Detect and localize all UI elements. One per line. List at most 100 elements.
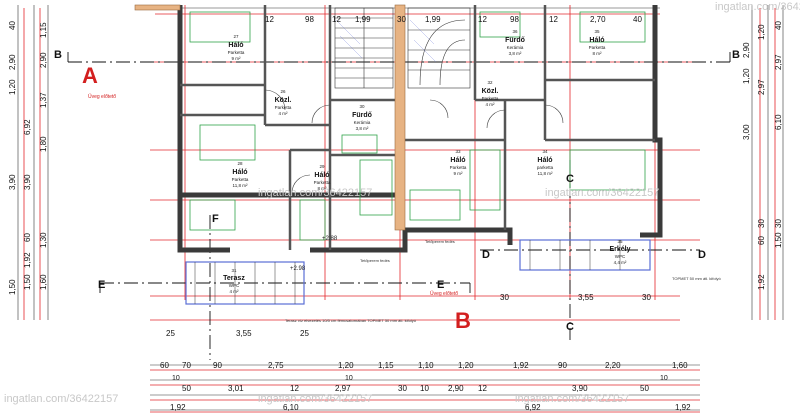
svg-text:Háló: Háló [537, 157, 552, 164]
svg-text:12: 12 [265, 15, 274, 24]
svg-text:3,55: 3,55 [236, 329, 252, 338]
svg-text:Háló: Háló [314, 172, 329, 179]
svg-text:4 m²: 4 m² [230, 289, 240, 294]
svg-text:35: 35 [594, 29, 600, 34]
svg-text:90: 90 [558, 361, 567, 370]
svg-text:32: 32 [487, 80, 493, 85]
dims-bottom-3: 50 3,01 12 2,97 30 10 2,90 12 3,90 50 [182, 384, 649, 393]
svg-text:3,90: 3,90 [572, 384, 588, 393]
furniture [189, 11, 646, 241]
dims-right-2: 1,20 2,97 30 60 1,92 [757, 24, 766, 290]
svg-text:4 m²: 4 m² [486, 102, 496, 107]
door-swings [264, 89, 564, 194]
svg-text:1,20: 1,20 [8, 79, 17, 95]
svg-text:Parketta: Parketta [450, 165, 467, 170]
room-label-34: 34 Háló parketta 11,8 m² [537, 149, 554, 176]
svg-text:30: 30 [642, 293, 651, 302]
room-label-36: 36 Fürdő Kerámia 3,8 m² [505, 29, 525, 56]
svg-text:1,10: 1,10 [418, 361, 434, 370]
stair-hatch [335, 19, 437, 63]
svg-text:WPC: WPC [615, 254, 626, 259]
svg-text:1,37: 1,37 [39, 92, 48, 108]
svg-text:1,20: 1,20 [458, 361, 474, 370]
svg-text:2,97: 2,97 [757, 79, 766, 95]
svg-text:25: 25 [300, 329, 309, 338]
svg-text:Közl.: Közl. [482, 88, 499, 95]
watermark-2: ingatlan.com/36422157 [258, 393, 372, 405]
svg-text:12: 12 [549, 15, 558, 24]
svg-text:28: 28 [237, 161, 243, 166]
svg-text:33: 33 [455, 149, 461, 154]
svg-text:Kerámia: Kerámia [507, 45, 524, 50]
svg-text:10: 10 [172, 375, 180, 382]
dims-right-3: 40 2,97 6,10 30 1,50 [774, 21, 783, 248]
svg-text:11,8 m²: 11,8 m² [538, 171, 553, 176]
note-roof-edge-left: Tetőperem fedés [360, 258, 390, 263]
svg-text:10: 10 [345, 375, 353, 382]
svg-text:3,90: 3,90 [23, 174, 32, 190]
note-glass-left: Üveg előtető [88, 93, 116, 100]
svg-text:2,20: 2,20 [605, 361, 621, 370]
svg-text:12: 12 [290, 384, 299, 393]
section-label-f: F [212, 213, 219, 225]
svg-text:1,80: 1,80 [39, 136, 48, 152]
watermark-4: ingatlan.com/36422157 [258, 187, 372, 199]
svg-text:1,30: 1,30 [39, 232, 48, 248]
svg-text:Fürdő: Fürdő [505, 37, 525, 44]
svg-text:60: 60 [23, 233, 32, 242]
dims-top: 12 98 12 1,99 30 1,99 12 98 12 2,70 40 [265, 15, 642, 24]
dimension-frame [17, 5, 784, 411]
room-label-31: 31 Terasz WPC 4 m² [223, 268, 245, 294]
svg-text:12: 12 [332, 15, 341, 24]
svg-text:1,60: 1,60 [39, 274, 48, 290]
zone-label-a: A [82, 63, 98, 88]
svg-text:Parketta: Parketta [228, 50, 245, 55]
room-label-29: 29 Háló Parketta 8 m² [314, 164, 331, 191]
svg-text:4 m²: 4 m² [279, 111, 289, 116]
note-balcony-outlet: TOPMET 50 mm átl. kifolyó [672, 276, 722, 281]
svg-text:Háló: Háló [450, 157, 465, 164]
svg-text:3,8 m²: 3,8 m² [356, 126, 369, 131]
svg-text:3,55: 3,55 [578, 293, 594, 302]
svg-text:3,8 m²: 3,8 m² [509, 51, 522, 56]
svg-text:1,15: 1,15 [378, 361, 394, 370]
svg-text:2,90: 2,90 [448, 384, 464, 393]
svg-text:Közl.: Közl. [275, 97, 292, 104]
svg-text:25: 25 [166, 329, 175, 338]
terrace-outline [185, 239, 651, 305]
dims-left-3: 6,92 1,92 60 1,50 [23, 119, 32, 290]
interior-walls [180, 5, 655, 250]
svg-text:30: 30 [774, 219, 783, 228]
svg-text:Fürdő: Fürdő [352, 112, 372, 119]
svg-text:1,50: 1,50 [774, 232, 783, 248]
svg-text:1,92: 1,92 [675, 403, 691, 412]
svg-text:40: 40 [8, 21, 17, 30]
level-a: +2.88 [322, 236, 338, 242]
dims-bottom-4: 1,92 6,10 6,92 1,92 [170, 403, 691, 412]
svg-text:36: 36 [512, 29, 518, 34]
svg-text:12: 12 [478, 384, 487, 393]
svg-text:2,90: 2,90 [39, 52, 48, 68]
svg-text:Háló: Háló [232, 169, 247, 176]
terrace-grid [194, 240, 621, 304]
svg-text:Terasz: Terasz [223, 275, 245, 282]
note-glass-right: Üveg előtető [430, 290, 458, 297]
note-terrace-water: Terasz víz elvezetés 10/5 cm fémcsatorná… [285, 318, 417, 323]
svg-text:Háló: Háló [228, 42, 243, 49]
svg-text:30: 30 [397, 15, 406, 24]
svg-text:Kerámia: Kerámia [354, 120, 371, 125]
svg-text:1,99: 1,99 [425, 15, 441, 24]
section-label-d-left: D [482, 249, 490, 261]
watermark-3: ingatlan.com/36422157 [515, 393, 629, 405]
svg-text:9 m²: 9 m² [232, 56, 242, 61]
section-label-b-left: B [54, 49, 62, 61]
svg-text:90: 90 [213, 361, 222, 370]
svg-text:2,97: 2,97 [774, 54, 783, 70]
svg-text:6,92: 6,92 [525, 403, 541, 412]
room-label-28: 28 Háló Parketta 11,8 m² [232, 161, 249, 188]
svg-text:6,10: 6,10 [283, 403, 299, 412]
svg-text:60: 60 [160, 361, 169, 370]
svg-text:11,8 m²: 11,8 m² [233, 183, 248, 188]
svg-text:Parketta: Parketta [482, 96, 499, 101]
